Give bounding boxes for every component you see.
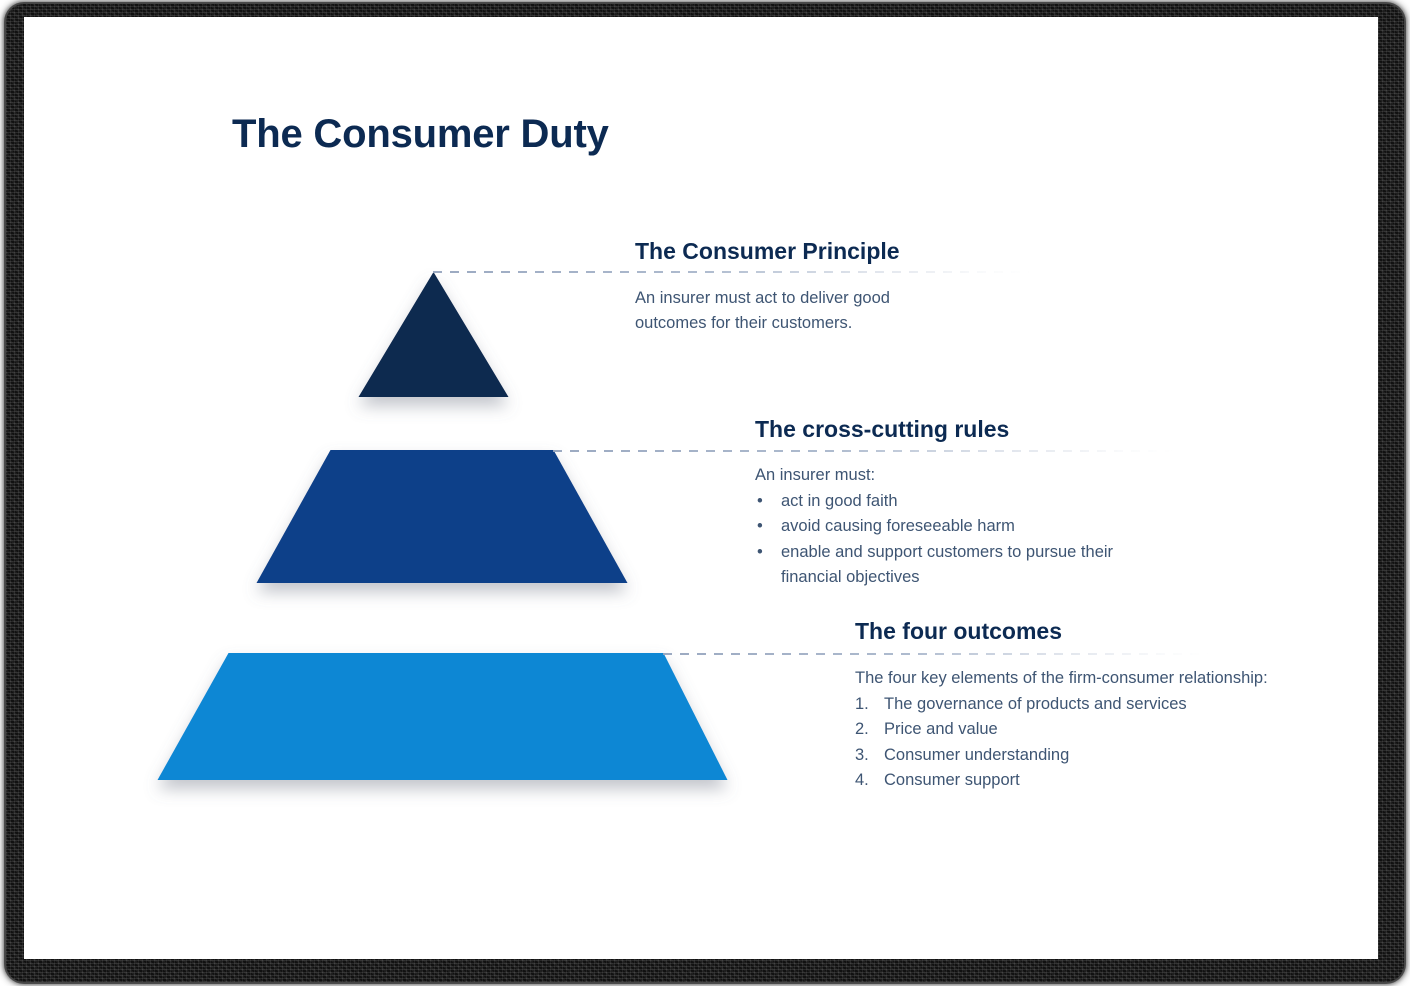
list-item: • act in good faith xyxy=(755,489,1175,514)
trapezoid-shape xyxy=(157,653,728,780)
list-number: 2. xyxy=(855,720,869,739)
page-title: The Consumer Duty xyxy=(232,112,609,156)
section-lead-cross-cutting-rules: An insurer must: xyxy=(755,466,876,485)
dashed-connector-four-outcomes xyxy=(663,653,1208,655)
bullet-icon: • xyxy=(757,492,763,511)
triangle-shape xyxy=(358,272,509,397)
list-item: 4. Consumer support xyxy=(855,768,1325,793)
section-heading-consumer-principle: The Consumer Principle xyxy=(635,238,900,264)
list-number: 3. xyxy=(855,745,869,764)
list-item-label: avoid causing foreseeable harm xyxy=(781,517,1015,536)
list-item: 3. Consumer understanding xyxy=(855,743,1325,768)
list-number: 1. xyxy=(855,695,869,714)
trapezoid-shape xyxy=(256,450,628,583)
pyramid-level-four-outcomes xyxy=(134,637,764,792)
section-lead-consumer-principle: An insurer must act to deliver good outc… xyxy=(635,289,890,333)
list-item-label: Consumer support xyxy=(884,770,1020,789)
section-heading-cross-cutting-rules: The cross-cutting rules xyxy=(755,416,1010,442)
list-item: • avoid causing foreseeable harm xyxy=(755,514,1175,539)
section-cross-cutting-rules: The cross-cutting rules An insurer must:… xyxy=(755,416,1175,590)
list-item-label: enable and support customers to pursue t… xyxy=(781,542,1114,586)
list-item: 1. The governance of products and servic… xyxy=(855,692,1325,717)
section-lead-four-outcomes: The four key elements of the firm-consum… xyxy=(855,669,1268,688)
section-heading-four-outcomes: The four outcomes xyxy=(855,618,1063,644)
list-item-label: Consumer understanding xyxy=(884,745,1070,764)
section-consumer-principle: The Consumer Principle An insurer must a… xyxy=(635,238,1055,336)
list-item-label: Price and value xyxy=(884,720,998,739)
section-four-outcomes: The four outcomes The four key elements … xyxy=(855,618,1325,793)
list-number: 4. xyxy=(855,770,869,789)
list-item-label: The governance of products and services xyxy=(884,695,1187,714)
pyramid-level-consumer-principle xyxy=(334,255,514,405)
list-item: 2. Price and value xyxy=(855,717,1325,742)
cross-cutting-rules-list: • act in good faith • avoid causing fore… xyxy=(755,489,1175,589)
dashed-connector-consumer-principle xyxy=(433,271,1033,273)
pyramid-level-cross-cutting-rules xyxy=(234,435,654,595)
dashed-connector-cross-cutting-rules xyxy=(553,450,1173,452)
bullet-icon: • xyxy=(757,542,763,561)
list-item-label: act in good faith xyxy=(781,492,898,511)
four-outcomes-list: 1. The governance of products and servic… xyxy=(855,692,1325,792)
list-item: • enable and support customers to pursue… xyxy=(755,540,1116,590)
bullet-icon: • xyxy=(757,517,763,536)
slide-canvas: The Consumer Duty xyxy=(24,17,1378,959)
